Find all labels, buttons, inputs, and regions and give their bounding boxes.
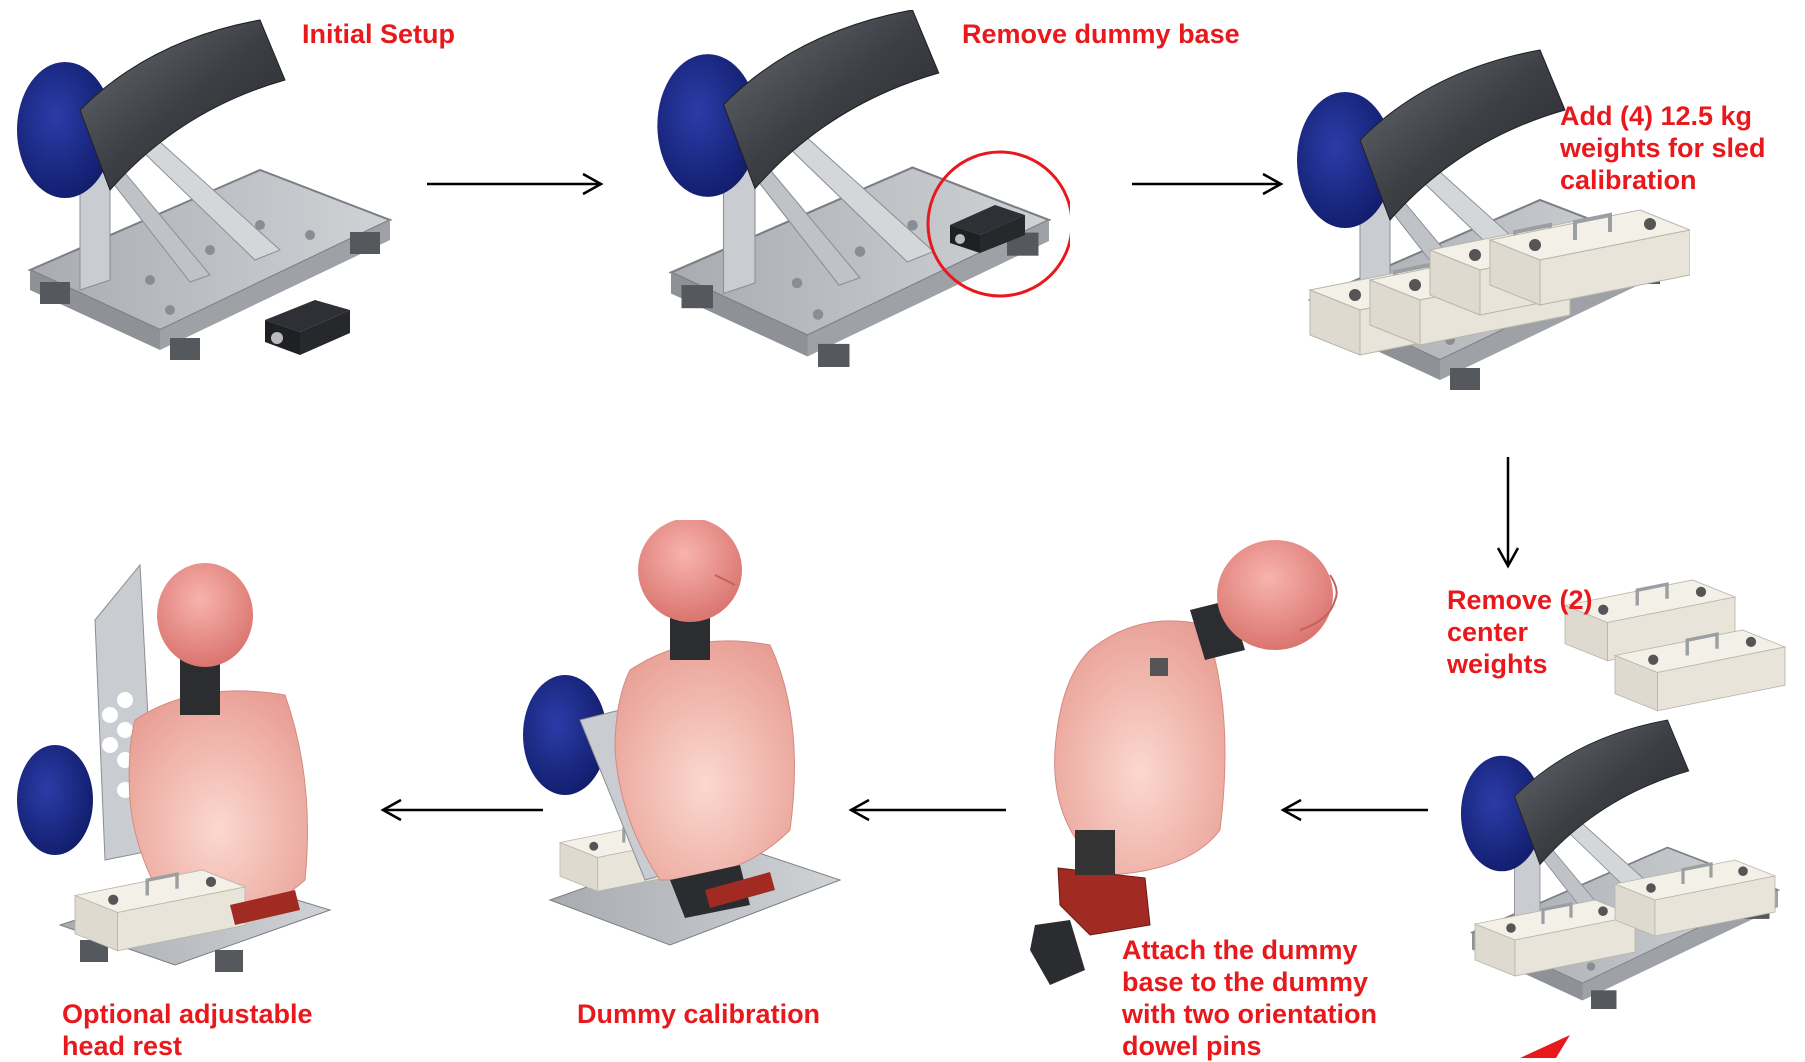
step-initial-setup-illustration [10,0,410,380]
step-add-weights-illustration [1290,30,1690,430]
arrow-left-icon [380,798,545,822]
step-remove-center-label: Remove (2) center weights [1447,584,1593,680]
step-dummy-calibration-illustration [520,520,850,960]
step-head-rest-illustration [15,550,355,980]
step-remove-base-illustration [650,10,1070,430]
step-initial-setup-label: Initial Setup [302,18,455,50]
step-add-weights-label: Add (4) 12.5 kg weights for sled calibra… [1560,100,1766,196]
arrow-right-icon [1130,172,1285,196]
step-attach-base-label: Attach the dummy base to the dummy with … [1122,934,1377,1062]
step-dummy-calibration-label: Dummy calibration [577,998,820,1030]
red-pointer-icon [1520,1035,1570,1058]
arrow-right-icon [425,172,605,196]
step-remove-base-label: Remove dummy base [962,18,1240,50]
arrow-down-icon [1496,455,1520,570]
step-attach-base-illustration [1030,530,1350,1000]
step-head-rest-label: Optional adjustable head rest [62,998,313,1062]
arrow-left-icon [848,798,1008,822]
